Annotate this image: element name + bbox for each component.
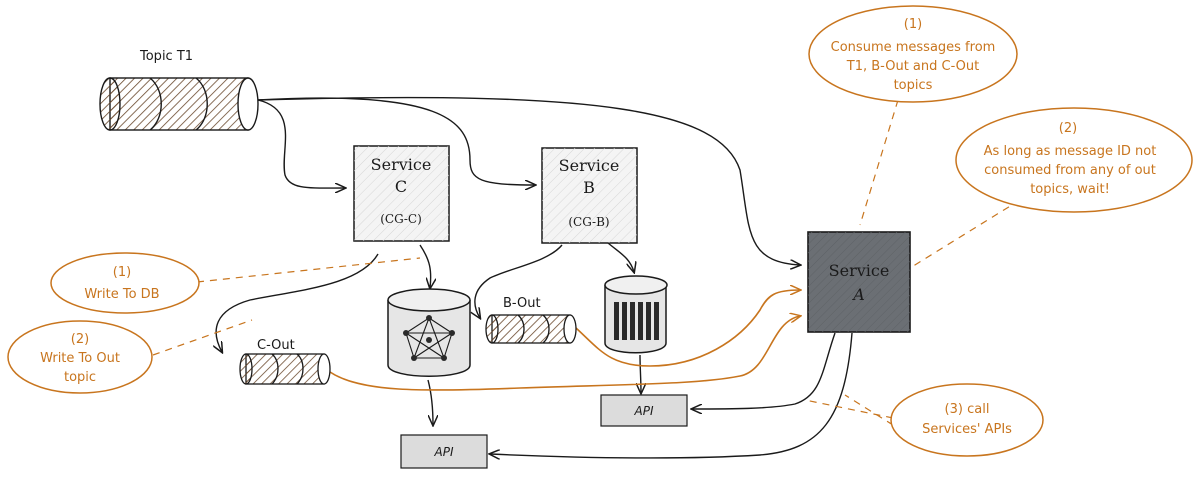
- black-connectors: [216, 96, 853, 458]
- leader-c2: [152, 319, 253, 356]
- graph-db-icon: [387, 288, 471, 377]
- arrow-t1-to-service-c: [257, 99, 345, 188]
- note-a1-line3: topics: [894, 78, 933, 93]
- arrow-service-b-to-b-out: [475, 244, 563, 318]
- arrow-service-b-to-dw: [607, 242, 634, 272]
- note-a2-line1: As long as message ID not: [984, 144, 1157, 159]
- api-c-label: API: [434, 445, 454, 459]
- api-b-label: API: [634, 404, 654, 418]
- service-a-letter: A: [851, 285, 865, 304]
- note-a3-num: (3) call: [945, 402, 990, 417]
- service-b: Service B (CG-B): [541, 147, 638, 244]
- note-a2: (2) As long as message ID not consumed f…: [955, 107, 1193, 213]
- service-c-title: Service: [371, 155, 432, 174]
- arrow-service-a-to-api-b: [692, 332, 836, 409]
- service-c: Service C (CG-C): [353, 145, 450, 242]
- service-c-letter: C: [395, 177, 407, 196]
- arrow-dw-to-api-b: [640, 354, 641, 393]
- note-a2-line2: consumed from any of out: [984, 163, 1156, 178]
- arrow-service-c-to-c-out: [216, 253, 379, 352]
- service-b-title: Service: [559, 156, 620, 175]
- note-a2-num: (2): [1059, 121, 1077, 136]
- leader-c1: [196, 257, 421, 283]
- arrow-service-a-to-api-c: [490, 332, 853, 458]
- note-c2: (2) Write To Out topic: [7, 320, 153, 394]
- arrow-db-to-api-c: [427, 379, 433, 425]
- service-a-title: Service: [829, 261, 890, 280]
- note-c1-line1: Write To DB: [84, 287, 159, 302]
- arrow-b-out-to-service-a: [575, 290, 800, 367]
- note-a1-num: (1): [904, 17, 922, 32]
- note-a3: (3) call Services' APIs: [890, 383, 1044, 457]
- c-out-topic: C-Out: [239, 338, 331, 385]
- leader-a1: [859, 99, 899, 226]
- note-a1: (1) Consume messages from T1, B-Out and …: [808, 5, 1018, 103]
- note-c1: (1) Write To DB: [50, 252, 200, 314]
- c-out-label: C-Out: [257, 338, 295, 353]
- service-b-group: (CG-B): [568, 215, 609, 229]
- b-out-label: B-Out: [503, 296, 541, 311]
- topic-t1: Topic T1: [99, 49, 259, 131]
- service-c-group: (CG-C): [380, 212, 422, 226]
- note-c2-line2: topic: [64, 370, 96, 385]
- note-a2-line3: topics, wait!: [1030, 182, 1110, 197]
- leader-a3-1: [804, 399, 894, 419]
- b-out-topic: B-Out: [485, 296, 577, 344]
- api-c-box: API: [400, 434, 488, 469]
- service-a: Service A: [807, 231, 911, 333]
- note-c2-num: (2): [71, 332, 89, 347]
- note-a3-line1: Services' APIs: [922, 422, 1012, 437]
- api-b-box: API: [600, 394, 688, 427]
- note-c1-num: (1): [113, 265, 131, 280]
- arrow-c-out-to-service-a: [329, 316, 800, 391]
- service-b-letter: B: [583, 178, 595, 197]
- callout-leaders: [152, 99, 1021, 426]
- arrow-t1-to-service-b: [257, 97, 535, 185]
- note-c2-line1: Write To Out: [40, 351, 120, 366]
- orange-connectors: [329, 290, 800, 391]
- leader-a2: [909, 199, 1021, 269]
- arrow-t1-to-service-a: [257, 96, 800, 265]
- note-a1-line1: Consume messages from: [831, 40, 996, 55]
- arrow-service-c-to-db: [419, 244, 431, 288]
- columnar-db-icon: [604, 275, 668, 354]
- note-a1-line2: T1, B-Out and C-Out: [846, 59, 979, 74]
- topic-t1-label: Topic T1: [139, 49, 193, 64]
- leader-a3-2: [844, 394, 894, 426]
